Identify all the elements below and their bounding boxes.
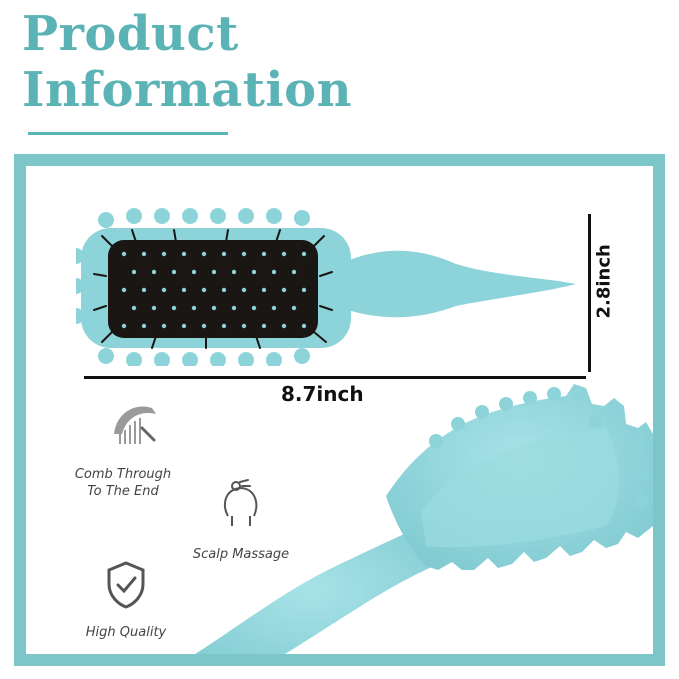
title-underline [28, 132, 228, 135]
feature-scalp-label: Scalp Massage [192, 547, 290, 562]
width-dimension-label: 2.8inch [593, 244, 615, 319]
feature-comb-line1: Comb Through [74, 467, 172, 482]
feature-comb-line2: To The End [87, 484, 159, 499]
length-dimension-label: 8.7inch [281, 382, 364, 406]
comb-icon [114, 406, 156, 444]
brush-top-view-image [76, 208, 576, 366]
brush-closeup-image [195, 384, 653, 654]
feature-quality-label: High Quality [85, 625, 167, 640]
length-dimension-line [84, 376, 586, 379]
scalp-massage-icon [223, 479, 258, 526]
feature-comb-label: Comb Through To The End [68, 466, 178, 500]
product-frame: 2.8inch 8.7inch Comb Through To The End … [14, 154, 665, 666]
width-dimension-line [588, 214, 591, 372]
page-title-line2: Information [22, 62, 353, 118]
shield-check-icon [107, 561, 145, 609]
page-title-line1: Product [22, 6, 239, 62]
